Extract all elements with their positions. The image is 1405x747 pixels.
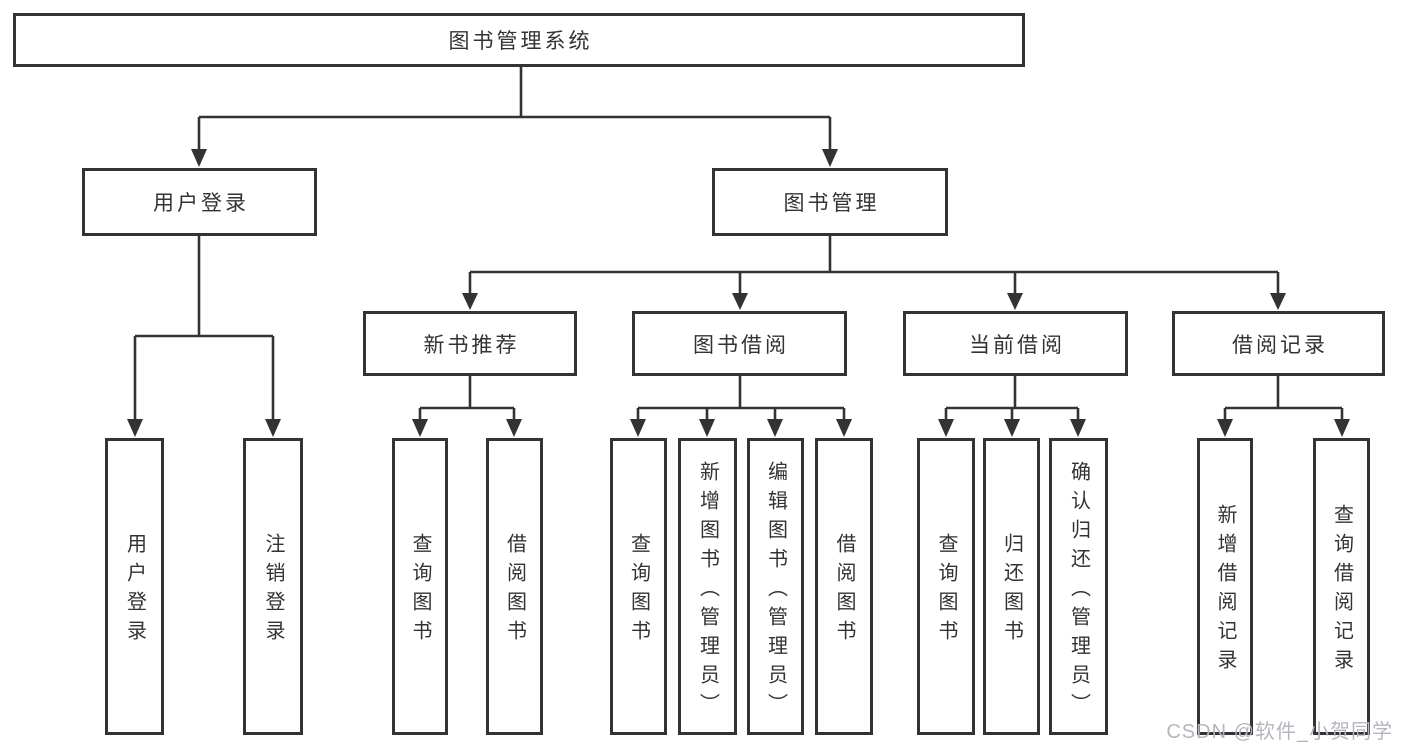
leaf-borrowing-edit-book-admin-label: 编辑图书（管理员） — [764, 460, 787, 722]
leaf-borrowing-add-book-admin-label: 新增图书（管理员） — [696, 460, 719, 722]
leaf-logout-login-label: 注销登录 — [262, 533, 284, 649]
leaf-recommend-query-book: 查询图书 — [392, 438, 448, 735]
leaf-current-confirm-return-admin: 确认归还（管理员） — [1049, 438, 1108, 735]
node-book-borrowing-label: 图书借阅 — [693, 333, 789, 357]
leaf-recommend-query-book-label: 查询图书 — [409, 533, 431, 649]
node-borrowing-records: 借阅记录 — [1172, 311, 1385, 376]
node-library-system: 图书管理系统 — [13, 13, 1025, 67]
leaf-records-add-record-label: 新增借阅记录 — [1214, 504, 1236, 678]
leaf-borrowing-borrow-book: 借阅图书 — [815, 438, 873, 735]
leaf-borrowing-query-book: 查询图书 — [610, 438, 667, 735]
leaf-logout-login: 注销登录 — [243, 438, 303, 735]
leaf-current-query-book-label: 查询图书 — [935, 533, 957, 649]
leaf-user-login-label: 用户登录 — [123, 533, 146, 649]
watermark: CSDN @软件_小贺同学 — [1166, 721, 1393, 743]
leaf-records-add-record: 新增借阅记录 — [1197, 438, 1253, 735]
node-book-management-label: 图书管理 — [783, 192, 880, 215]
node-new-book-recommend: 新书推荐 — [363, 311, 577, 376]
node-new-book-recommend-label: 新书推荐 — [423, 333, 520, 357]
leaf-current-return-book: 归还图书 — [983, 438, 1040, 735]
node-book-management: 图书管理 — [712, 168, 948, 236]
node-borrowing-records-label: 借阅记录 — [1232, 333, 1328, 357]
node-user-login-label: 用户登录 — [153, 192, 249, 215]
leaf-records-query-record: 查询借阅记录 — [1313, 438, 1370, 735]
leaf-recommend-borrow-book: 借阅图书 — [486, 438, 543, 735]
leaf-recommend-borrow-book-label: 借阅图书 — [503, 533, 526, 649]
node-current-borrowing-label: 当前借阅 — [969, 333, 1065, 357]
leaf-records-query-record-label: 查询借阅记录 — [1330, 504, 1353, 678]
arrowheads — [127, 149, 1350, 437]
leaf-user-login: 用户登录 — [105, 438, 164, 735]
leaf-borrowing-edit-book-admin: 编辑图书（管理员） — [747, 438, 804, 735]
leaf-borrowing-borrow-book-label: 借阅图书 — [833, 533, 855, 649]
node-user-login: 用户登录 — [82, 168, 317, 236]
leaf-borrowing-query-book-label: 查询图书 — [627, 533, 650, 649]
leaf-borrowing-add-book-admin: 新增图书（管理员） — [678, 438, 737, 735]
node-library-system-label: 图书管理系统 — [448, 30, 593, 53]
leaf-current-query-book: 查询图书 — [917, 438, 975, 735]
node-current-borrowing: 当前借阅 — [903, 311, 1128, 376]
leaf-current-return-book-label: 归还图书 — [1000, 533, 1023, 649]
leaf-current-confirm-return-admin-label: 确认归还（管理员） — [1067, 460, 1090, 722]
node-book-borrowing: 图书借阅 — [632, 311, 847, 376]
